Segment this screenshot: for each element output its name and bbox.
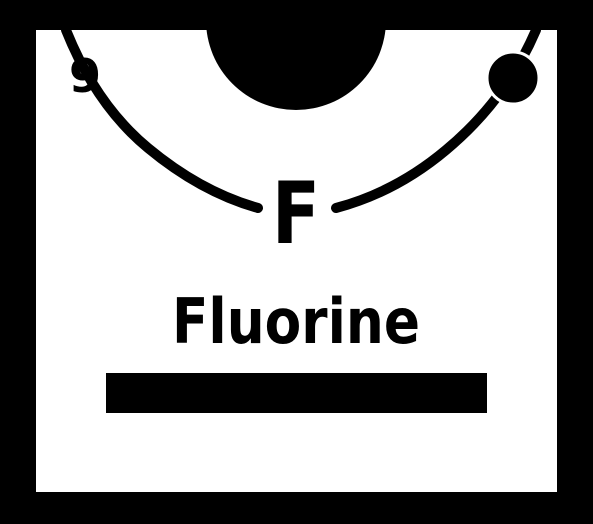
element-name: Fluorine: [171, 285, 420, 358]
electron-shell-diagram: [61, 30, 541, 213]
electron-dot: [485, 50, 541, 106]
element-card: 9 F Fluorine: [36, 30, 557, 492]
electron-shell-arc-left: [61, 30, 263, 213]
atomic-number: 9: [68, 49, 101, 103]
name-underline-bar: [106, 373, 487, 413]
nucleus: [206, 30, 386, 110]
element-symbol: F: [271, 164, 321, 264]
